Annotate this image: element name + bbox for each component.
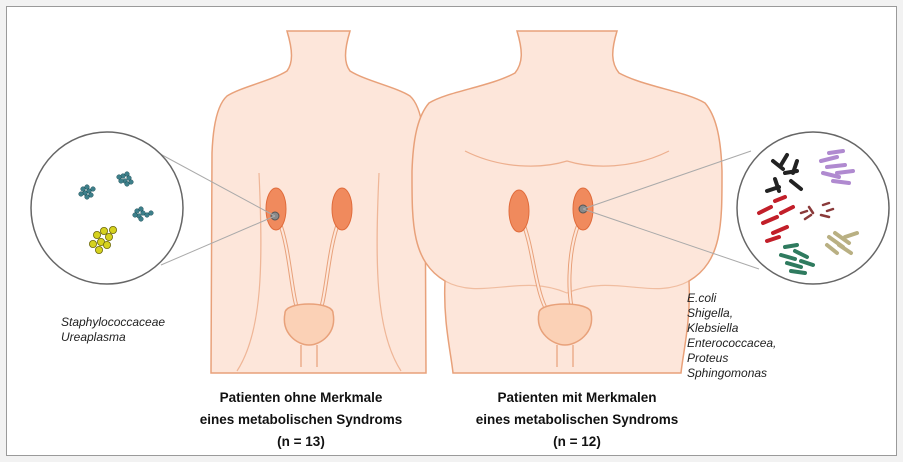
bacteria-name: Staphylococcaceae: [61, 315, 165, 330]
right-body-kidney-left: [509, 190, 529, 232]
bacteria-name: Proteus: [687, 351, 776, 366]
bacteria-name: E.coli: [687, 291, 776, 306]
left-body: [211, 31, 426, 373]
figure-frame: Patienten ohne Merkmale eines metabolisc…: [6, 6, 897, 456]
bacteria-name: Enterococcacea,: [687, 336, 776, 351]
caption-right-line2: eines metabolischen Syndroms: [427, 409, 727, 431]
caption-right-line3: (n = 12): [427, 431, 727, 453]
bacteria-name: Ureaplasma: [61, 330, 165, 345]
bacteria-name: Sphingomonas: [687, 366, 776, 381]
left-body-kidney-right: [332, 188, 352, 230]
left-body-kidney-left: [266, 188, 286, 230]
caption-right: Patienten mit Merkmalen eines metabolisc…: [427, 387, 727, 453]
right-magnification-circle: [737, 132, 889, 284]
caption-left-line1: Patienten ohne Merkmale: [151, 387, 451, 409]
left-magnification-circle: [31, 132, 183, 284]
caption-left: Patienten ohne Merkmale eines metabolisc…: [151, 387, 451, 453]
bacteria-name: Shigella,: [687, 306, 776, 321]
bacteria-name: Klebsiella: [687, 321, 776, 336]
caption-left-line3: (n = 13): [151, 431, 451, 453]
right-body: [412, 31, 722, 373]
caption-right-line1: Patienten mit Merkmalen: [427, 387, 727, 409]
caption-left-line2: eines metabolischen Syndroms: [151, 409, 451, 431]
bacteria-list-left: Staphylococcaceae Ureaplasma: [61, 315, 165, 345]
bacteria-list-right: E.coli Shigella, Klebsiella Enterococcac…: [687, 291, 776, 381]
